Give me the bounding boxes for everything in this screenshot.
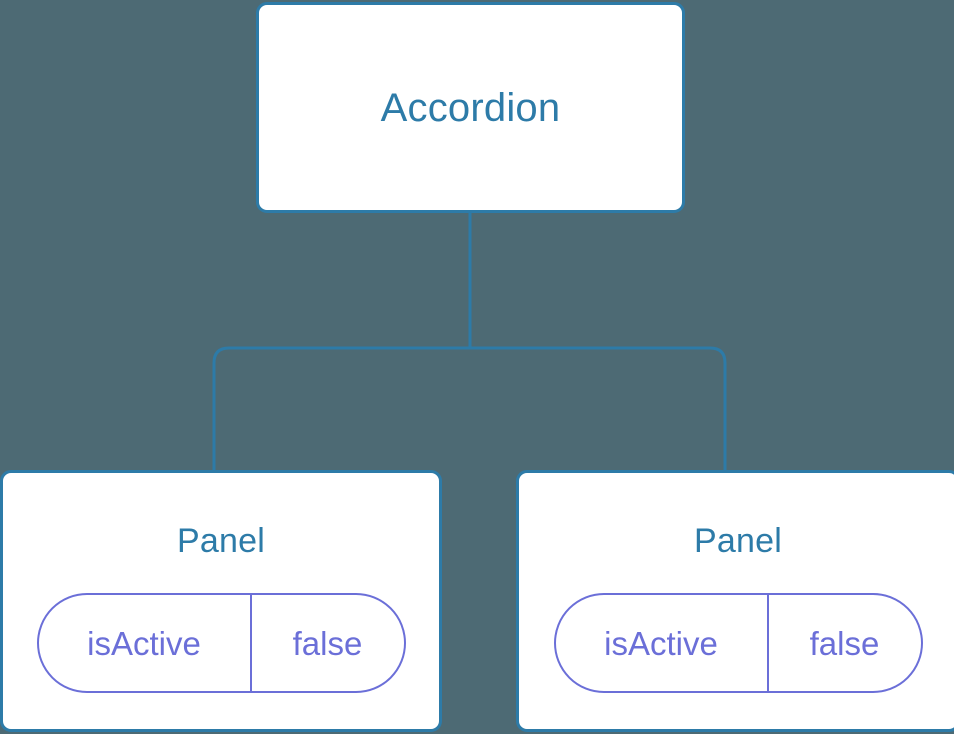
state-pill-panel-2-key: isActive <box>556 595 769 691</box>
state-pill-panel-2[interactable]: isActive false <box>553 593 923 693</box>
edge-root-to-panel-1 <box>212 346 470 471</box>
state-pill-panel-1-key: isActive <box>39 595 252 691</box>
node-panel-1[interactable]: Panel isActive false <box>0 470 442 732</box>
node-accordion-label: Accordion <box>380 85 561 130</box>
node-panel-1-label: Panel <box>177 522 265 560</box>
node-panel-2-label: Panel <box>694 522 782 560</box>
edge-root-to-panel-2 <box>470 346 727 471</box>
node-panel-2[interactable]: Panel isActive false <box>516 470 954 732</box>
state-pill-panel-1[interactable]: isActive false <box>36 593 406 693</box>
state-pill-panel-2-value: false <box>809 624 880 662</box>
state-pill-panel-1-value: false <box>292 624 363 662</box>
node-accordion[interactable]: Accordion <box>256 2 685 213</box>
